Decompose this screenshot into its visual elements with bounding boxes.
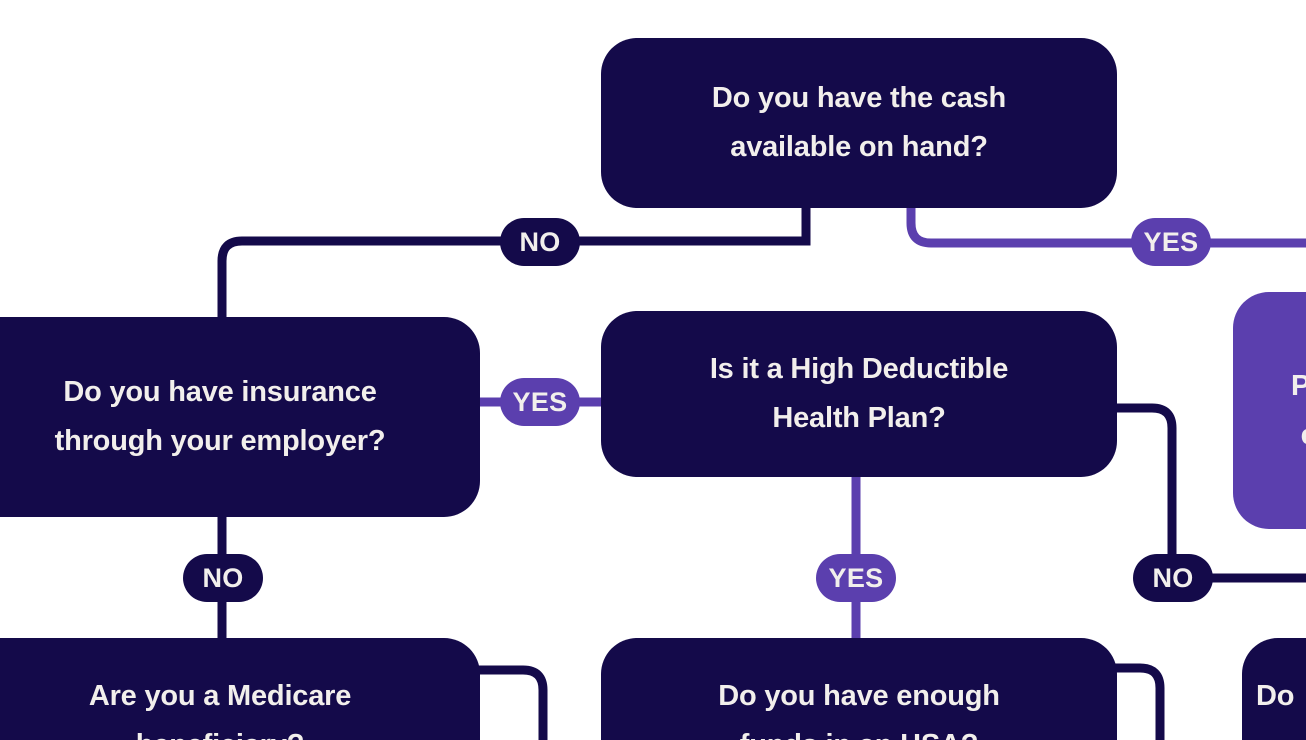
edge-label-no-hdhp[interactable]: NO [1133, 554, 1213, 602]
node-employer-label: Do you have insurance through your emplo… [54, 376, 386, 457]
edge-label-yes-cash-text: YES [1143, 226, 1199, 257]
edge-label-yes-employer[interactable]: YES [500, 378, 580, 426]
edge-label-yes-hdhp-text: YES [828, 562, 884, 593]
node-employer[interactable]: Do you have insurance through your emplo… [0, 317, 480, 517]
edge-label-no-hdhp-text: NO [1152, 562, 1194, 593]
edge-medicare-out [466, 665, 548, 740]
node-bottom-right-label: Do [1256, 680, 1295, 712]
edge-label-no-cash[interactable]: NO [500, 218, 580, 266]
node-cash-label: Do you have the cash available on hand? [711, 82, 1007, 163]
edge-cash-to-pay [906, 208, 1306, 248]
edge-label-no-cash-text: NO [519, 226, 561, 257]
node-cash[interactable]: Do you have the cash available on hand? [601, 38, 1117, 208]
edge-label-yes-hdhp[interactable]: YES [816, 554, 896, 602]
node-pay-out-of-pocket[interactable]: Pa e [1233, 292, 1306, 529]
edge-cash-to-employer [217, 208, 811, 320]
node-hsa[interactable]: Do you have enough funds in an HSA? [601, 638, 1117, 740]
node-hsa-label: Do you have enough funds in an HSA? [718, 680, 1000, 740]
node-hdhp-label: Is it a High Deductible Health Plan? [709, 353, 1009, 434]
edge-label-no-employer[interactable]: NO [183, 554, 263, 602]
node-bottom-right[interactable]: Do [1242, 638, 1306, 740]
edge-label-no-employer-text: NO [202, 562, 244, 593]
node-pay-out-of-pocket-label: Pa e [1291, 369, 1306, 451]
edge-label-yes-employer-text: YES [512, 386, 568, 417]
edge-hdhp-to-right [1112, 403, 1177, 560]
edge-hsa-out [1103, 663, 1165, 740]
edge-label-yes-cash[interactable]: YES [1131, 218, 1211, 266]
node-hdhp[interactable]: Is it a High Deductible Health Plan? [601, 311, 1117, 477]
node-medicare-label: Are you a Medicare beneficiary? [88, 680, 352, 740]
node-medicare[interactable]: Are you a Medicare beneficiary? [0, 638, 480, 740]
